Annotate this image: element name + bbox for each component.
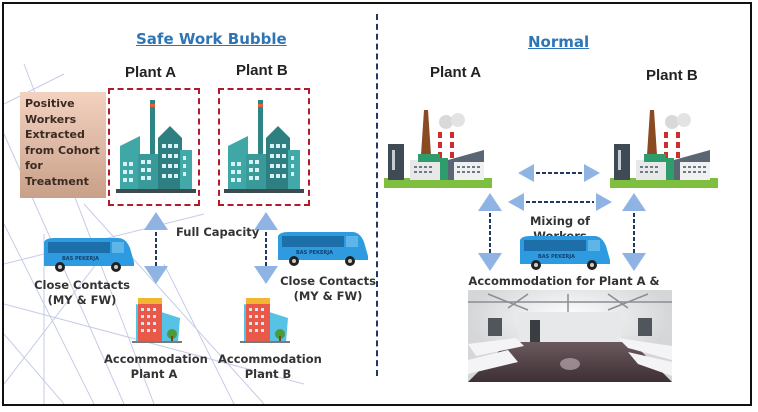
hotel-icon	[240, 298, 290, 343]
plant-b-bubble-box	[218, 88, 310, 206]
left-plant-b-label: Plant B	[236, 62, 288, 79]
double-arrow-vertical-icon	[478, 193, 502, 271]
double-arrow-vertical-icon	[622, 193, 646, 271]
right-plant-b-label: Plant B	[646, 67, 698, 84]
svg-text:BAS PEKERJA: BAS PEKERJA	[62, 256, 99, 262]
factory-icon	[116, 100, 196, 193]
plant-a-bubble-box	[108, 88, 200, 206]
double-arrow-vertical-icon	[254, 212, 278, 284]
accommodation-b-label: Accommodation Plant B	[218, 352, 322, 381]
safe-work-bubble-title: Safe Work Bubble	[136, 30, 287, 48]
bus-icon: BAS PEKERJA	[278, 232, 368, 266]
double-arrow-horizontal-icon	[518, 164, 600, 182]
double-arrow-horizontal-icon	[508, 193, 612, 211]
svg-text:BAS PEKERJA: BAS PEKERJA	[296, 250, 333, 256]
full-capacity-label: Full Capacity	[176, 225, 260, 239]
hotel-icon	[132, 298, 182, 343]
panel-divider	[376, 14, 378, 376]
bus-icon: BAS PEKERJA	[44, 238, 134, 272]
normal-title: Normal	[528, 33, 590, 51]
bus-icon: BAS PEKERJA	[520, 236, 610, 270]
positive-workers-note: Positive Workers Extracted from Cohort f…	[20, 92, 106, 198]
svg-text:BAS PEKERJA: BAS PEKERJA	[538, 254, 575, 260]
right-plant-a-label: Plant A	[430, 64, 482, 81]
industrial-plant-icon	[610, 110, 718, 188]
close-contacts-b-label: Close Contacts (MY & FW)	[280, 274, 376, 303]
close-contacts-a-label: Close Contacts (MY & FW)	[34, 278, 130, 307]
factory-icon	[224, 100, 304, 193]
left-plant-a-label: Plant A	[125, 64, 177, 81]
positive-workers-text: Positive Workers Extracted from Cohort f…	[25, 97, 100, 188]
double-arrow-vertical-icon	[144, 212, 168, 284]
accommodation-a-label: Accommodation Plant A	[104, 352, 208, 381]
industrial-plant-icon	[384, 110, 492, 188]
dormitory-photo	[468, 290, 672, 382]
